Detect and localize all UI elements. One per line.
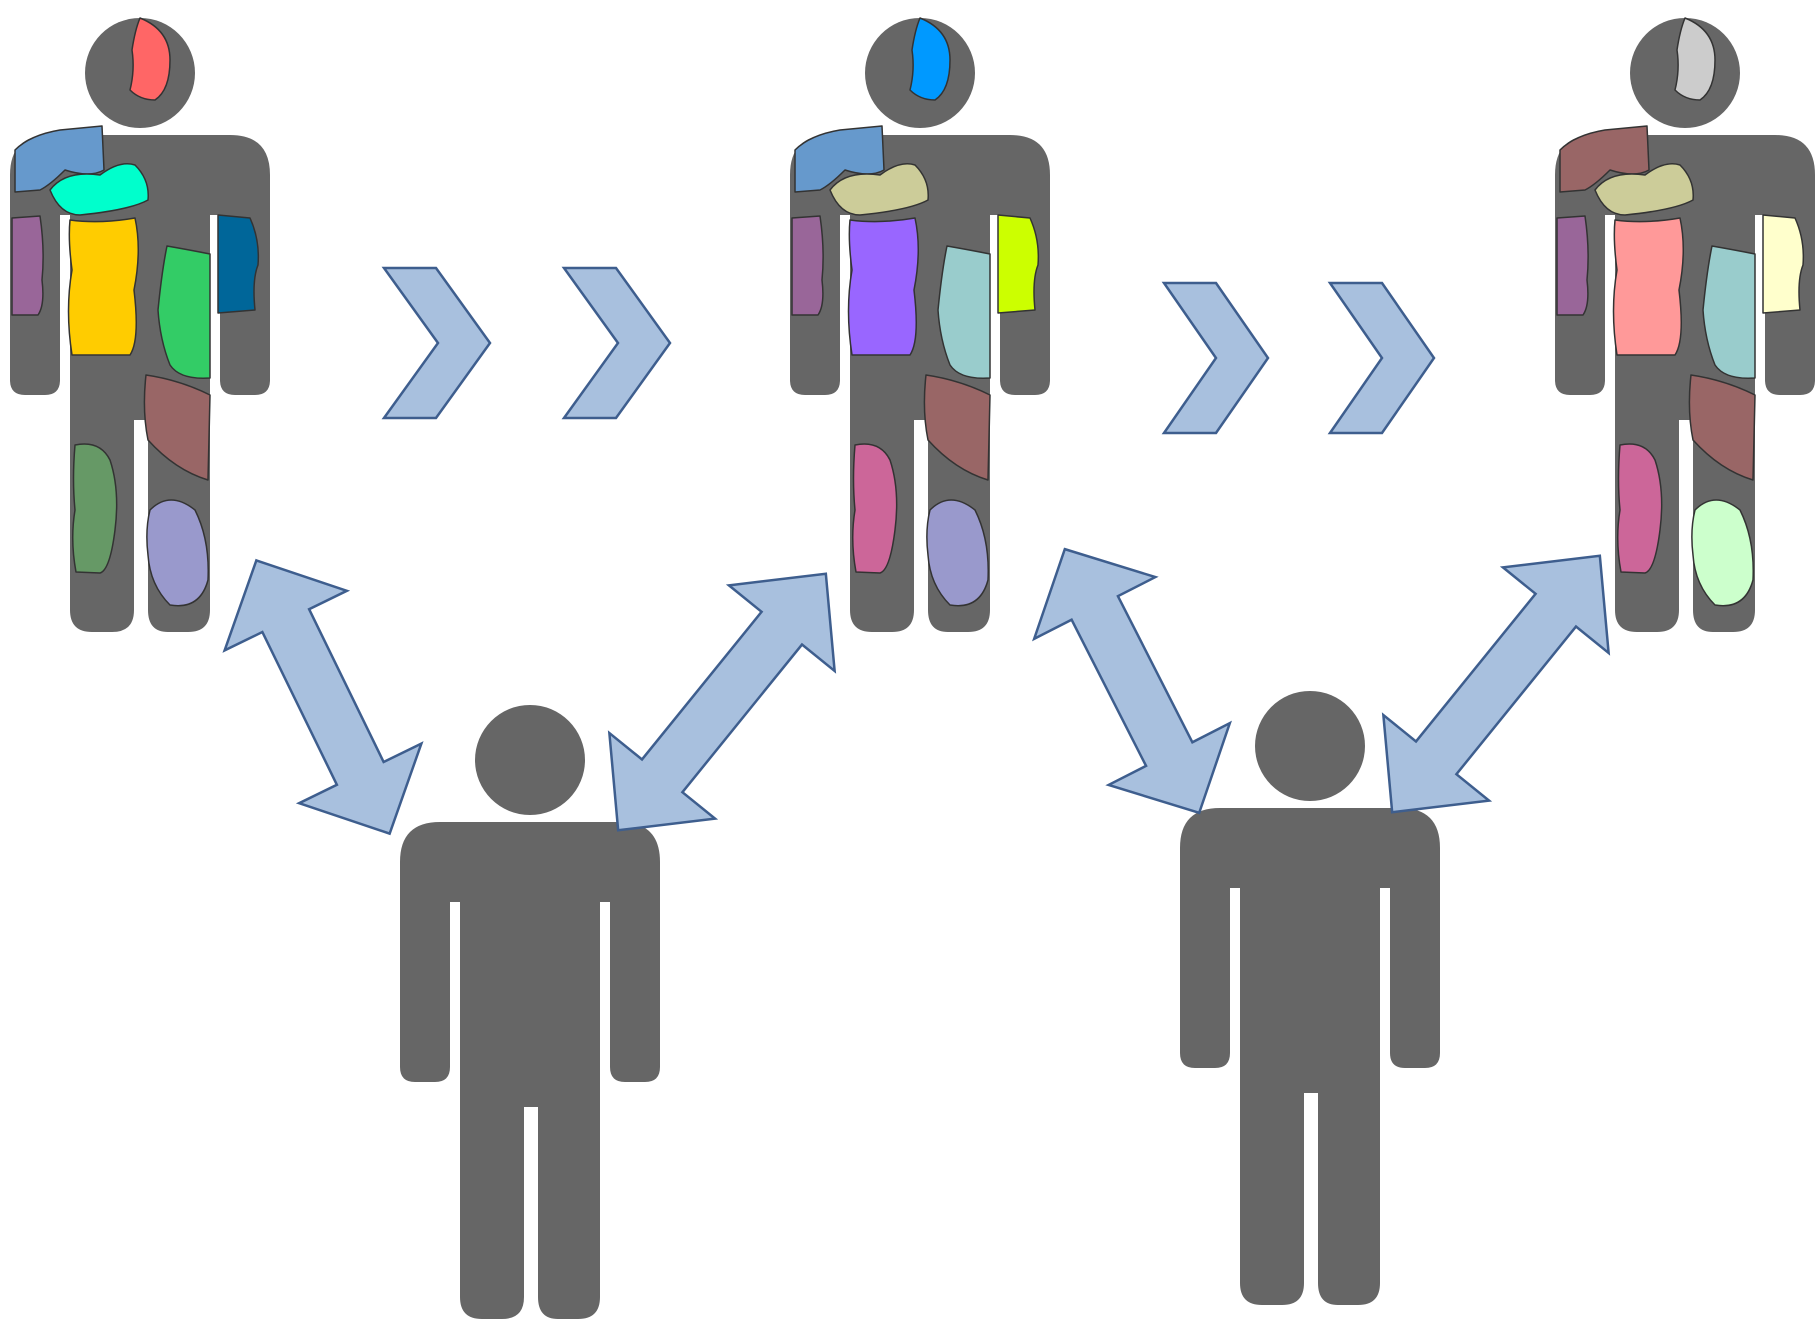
patch-torso-right	[937, 245, 991, 379]
annotated-figure-2	[790, 17, 1050, 632]
patch-right-shin	[1691, 499, 1754, 607]
patch-torso-left	[67, 217, 140, 356]
patch-right-thigh	[923, 374, 991, 481]
patch-left-arm	[1556, 215, 1589, 316]
chevron-right-icon	[381, 266, 492, 420]
patch-torso-left	[1612, 217, 1685, 356]
figure-silhouette	[790, 18, 1050, 632]
double-arrow-3	[1032, 547, 1232, 815]
patch-left-arm	[791, 215, 824, 316]
patch-torso-left	[847, 217, 920, 356]
patch-head	[1674, 17, 1716, 101]
patch-torso-right	[1702, 245, 1756, 379]
double-arrow-icon	[222, 558, 424, 836]
annotated-figure-3	[1555, 17, 1815, 632]
patch-left-shin	[1617, 443, 1663, 574]
double-arrow-icon	[607, 572, 837, 832]
patch-right-shin	[926, 499, 989, 607]
patch-right-arm	[217, 214, 260, 314]
chevron-right-icon	[1327, 281, 1436, 435]
figure-silhouette	[1555, 18, 1815, 632]
patch-head	[129, 17, 171, 101]
patch-left-shin	[852, 443, 898, 574]
double-arrow-icon	[1032, 547, 1232, 815]
patch-upper-chest	[1594, 163, 1694, 216]
double-arrow-icon	[1381, 554, 1611, 814]
double-arrow-4	[1381, 554, 1611, 814]
annotated-figure-1	[10, 17, 270, 632]
patch-upper-chest	[829, 163, 929, 216]
chevron-right-icon	[561, 266, 672, 420]
patch-head	[909, 17, 951, 101]
chevron-group-1	[381, 266, 672, 420]
chevron-group-2	[1161, 281, 1436, 435]
patch-left-arm	[11, 215, 44, 316]
patch-right-shin	[146, 499, 209, 607]
patch-right-thigh	[143, 374, 211, 481]
double-arrow-1	[222, 558, 424, 836]
patch-right-arm	[997, 214, 1040, 314]
patch-torso-right	[157, 245, 211, 379]
patch-upper-chest	[49, 163, 149, 216]
figure-silhouette	[10, 18, 270, 632]
patch-left-shin	[72, 443, 118, 574]
patch-right-arm	[1762, 214, 1805, 314]
double-arrow-2	[607, 572, 837, 832]
chevron-right-icon	[1161, 281, 1270, 435]
patch-right-thigh	[1688, 374, 1756, 481]
